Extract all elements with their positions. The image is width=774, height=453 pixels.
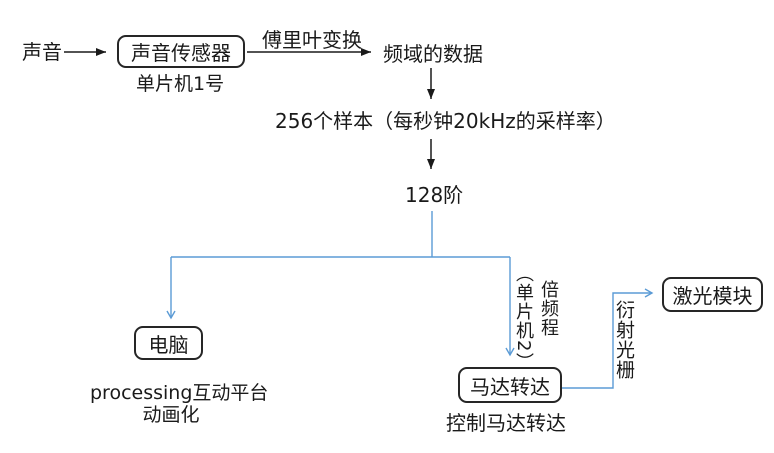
sound-sensor-box: 声音传感器: [117, 35, 245, 68]
laser-box-label: 激光模块: [672, 284, 753, 308]
mcu2-vertical-label: （单片机2）: [513, 264, 534, 372]
octave-vertical-label: 倍频程: [538, 280, 559, 337]
arrow-motor-to-laser: [562, 288, 654, 389]
frequency-data-label: 频域的数据: [383, 42, 483, 66]
computer-box: 电脑: [134, 326, 203, 360]
laser-box: 激光模块: [662, 277, 763, 312]
samples-label: 256个样本（每秒钟20kHz的采样率）: [275, 109, 616, 133]
computer-caption: processing互动平台 动画化: [90, 382, 269, 427]
computer-box-label: 电脑: [148, 332, 189, 357]
sound-label: 声音: [22, 40, 62, 64]
computer-caption-line1: processing互动平台: [90, 382, 269, 404]
computer-caption-line2: 动画化: [142, 403, 200, 426]
motor-box-label: 马达转达: [470, 374, 550, 399]
grating-vertical-label: 衍射光栅: [613, 300, 635, 380]
sensor-caption: 单片机1号: [136, 73, 225, 95]
motor-box: 马达转达: [458, 367, 562, 403]
sound-sensor-box-label: 声音传感器: [131, 41, 231, 65]
order-label: 128阶: [405, 183, 464, 207]
fourier-arrow-label: 傅里叶变换: [262, 28, 362, 52]
motor-caption: 控制马达转达: [446, 411, 566, 435]
